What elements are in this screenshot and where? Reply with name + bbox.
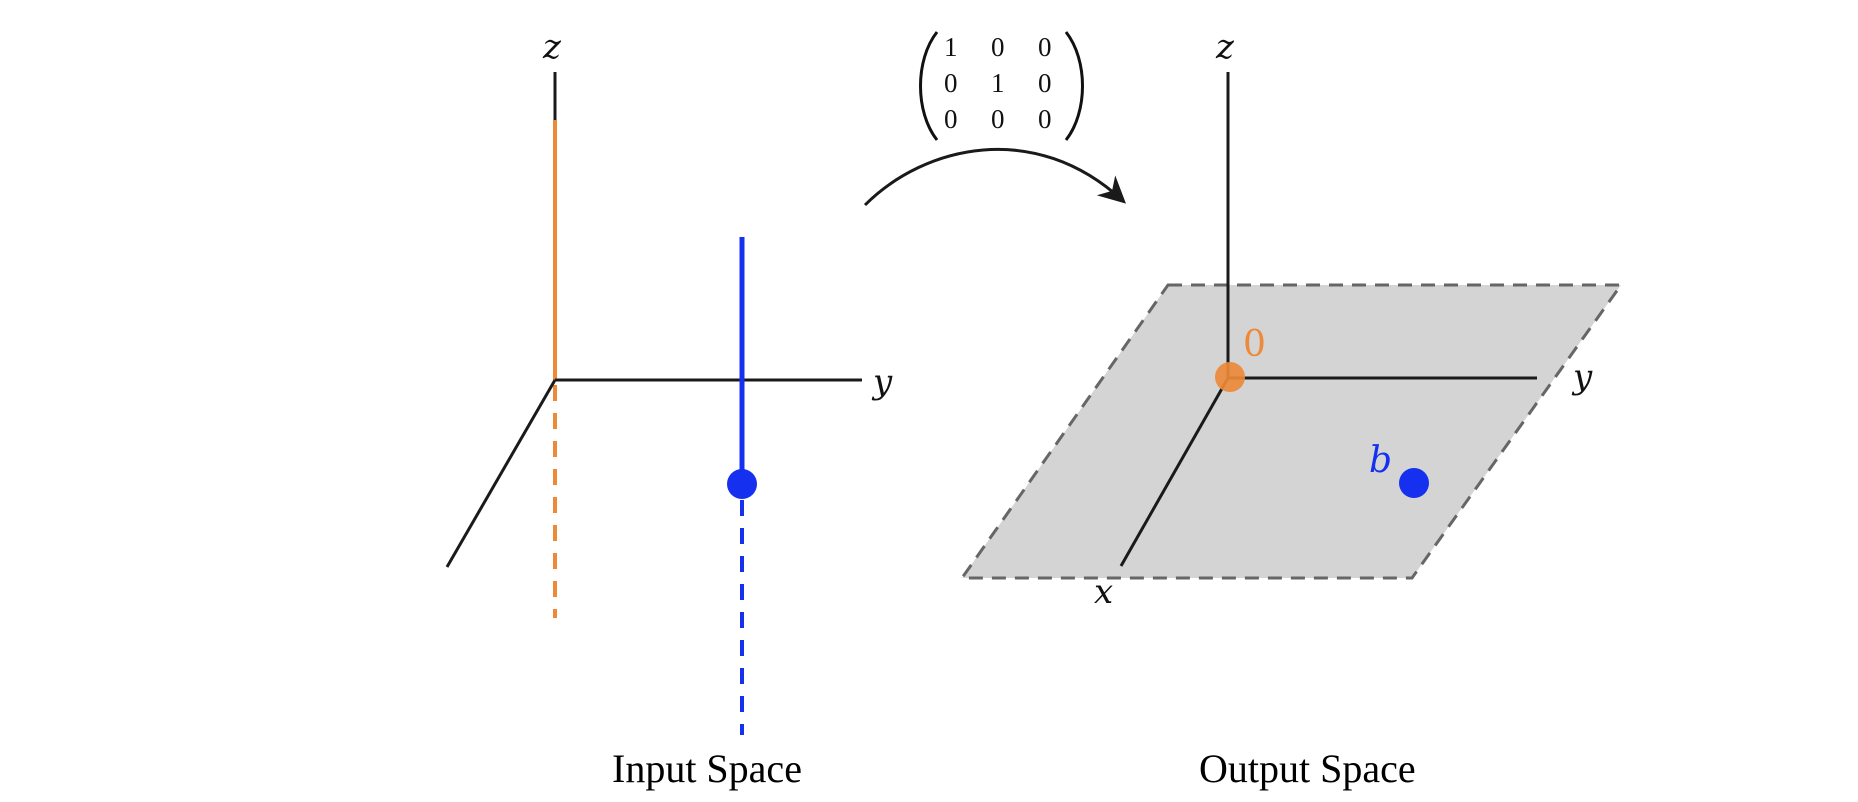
output-y-label: y <box>1571 357 1593 397</box>
output-point-b-label: b <box>1369 440 1392 481</box>
matrix-entry: 0 <box>944 68 958 98</box>
output-x-axis <box>1119 377 1230 567</box>
output-x-label: x <box>1094 572 1113 612</box>
input-blue-point <box>727 469 757 499</box>
transformation: 1 0 0 0 1 0 0 0 0 <box>863 31 1126 207</box>
input-space-caption: Input Space <box>612 746 802 791</box>
matrix-right-paren <box>1064 31 1084 141</box>
output-xy-plane <box>959 283 1624 580</box>
input-x-axis <box>445 379 557 568</box>
output-space-caption: Output Space <box>1199 746 1416 791</box>
input-z-label: z <box>542 27 562 67</box>
output-origin-point <box>1215 362 1245 392</box>
matrix-entry: 0 <box>991 32 1005 62</box>
output-space: 0 b z y x Output Space <box>959 27 1624 791</box>
mapping-arrow <box>863 147 1126 207</box>
matrix-entry: 1 <box>991 68 1005 98</box>
output-origin-label: 0 <box>1243 324 1266 365</box>
input-space: z y Input Space <box>445 27 893 791</box>
matrix-entry: 0 <box>1038 104 1052 134</box>
matrix-entry: 0 <box>1038 32 1052 62</box>
matrix-entry: 1 <box>944 32 958 62</box>
output-z-label: z <box>1215 27 1235 67</box>
matrix-entry: 0 <box>944 104 958 134</box>
matrix-entry: 0 <box>991 104 1005 134</box>
output-point-b <box>1399 468 1429 498</box>
input-y-label: y <box>871 362 893 402</box>
matrix-left-paren <box>919 31 939 141</box>
matrix-entry: 0 <box>1038 68 1052 98</box>
